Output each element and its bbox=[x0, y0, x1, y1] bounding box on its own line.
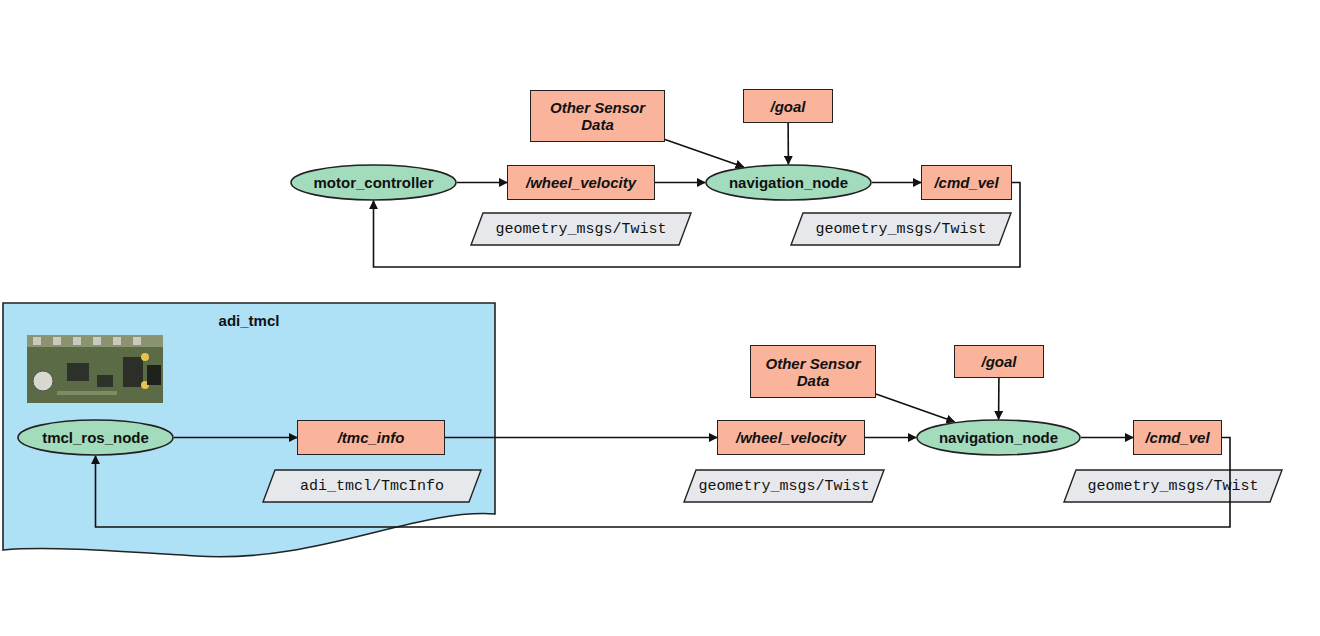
node-name: motor_controller bbox=[313, 174, 433, 191]
board-photo bbox=[27, 335, 163, 403]
topic-name: /goal bbox=[770, 98, 805, 115]
topic-connector bbox=[655, 182, 705, 184]
topic-name: /tmc_info bbox=[338, 429, 405, 446]
ros-node-ellipse: navigation_node bbox=[705, 164, 872, 201]
node-name: navigation_node bbox=[729, 174, 848, 191]
topic-connector bbox=[174, 437, 297, 439]
topic-connector bbox=[374, 183, 1021, 268]
topic-name: /wheel_velocity bbox=[736, 429, 846, 446]
topic-connector bbox=[872, 182, 921, 184]
topic-box: /goal bbox=[954, 345, 1044, 378]
topic-name: Other Sensor Data bbox=[761, 355, 865, 389]
topic-box: Other Sensor Data bbox=[530, 90, 665, 142]
topic-connector bbox=[998, 378, 1000, 419]
ros-node-ellipse: motor_controller bbox=[290, 164, 457, 201]
topic-connector bbox=[445, 437, 717, 439]
topic-box: /wheel_velocity bbox=[717, 420, 865, 455]
message-type-tag: geometry_msgs/Twist bbox=[1063, 469, 1283, 503]
topic-connector bbox=[787, 123, 789, 164]
message-type-text: geometry_msgs/Twist bbox=[495, 221, 666, 238]
topic-name: /goal bbox=[981, 353, 1016, 370]
topic-connector bbox=[1081, 437, 1133, 439]
ros-node-ellipse: navigation_node bbox=[916, 419, 1081, 456]
node-name: navigation_node bbox=[939, 429, 1058, 446]
message-type-tag: geometry_msgs/Twist bbox=[790, 212, 1012, 246]
topic-box: Other Sensor Data bbox=[750, 345, 876, 398]
topic-box: /cmd_vel bbox=[921, 165, 1012, 200]
topic-box: /tmc_info bbox=[297, 420, 445, 455]
message-type-text: adi_tmcl/TmcInfo bbox=[300, 478, 444, 495]
topic-box: /cmd_vel bbox=[1133, 420, 1222, 455]
topic-name: /cmd_vel bbox=[934, 174, 998, 191]
node-name: tmcl_ros_node bbox=[42, 429, 149, 446]
topic-connector bbox=[96, 438, 1231, 528]
topic-box: /goal bbox=[743, 89, 833, 123]
message-type-text: geometry_msgs/Twist bbox=[1087, 478, 1258, 495]
topic-name: /wheel_velocity bbox=[526, 174, 636, 191]
ros-node-ellipse: tmcl_ros_node bbox=[17, 419, 174, 456]
message-type-text: geometry_msgs/Twist bbox=[815, 221, 986, 238]
topic-connector bbox=[457, 182, 507, 184]
message-type-tag: geometry_msgs/Twist bbox=[683, 469, 885, 503]
topic-connector bbox=[865, 437, 916, 439]
message-type-text: geometry_msgs/Twist bbox=[698, 478, 869, 495]
message-type-tag: adi_tmcl/TmcInfo bbox=[262, 469, 482, 503]
message-type-tag: geometry_msgs/Twist bbox=[470, 212, 692, 246]
package-title: adi_tmcl bbox=[219, 312, 280, 329]
topic-connector bbox=[876, 394, 955, 422]
topic-box: /wheel_velocity bbox=[507, 165, 655, 200]
topic-name: /cmd_vel bbox=[1145, 429, 1209, 446]
topic-name: Other Sensor Data bbox=[547, 99, 648, 133]
topic-connector bbox=[665, 140, 744, 167]
